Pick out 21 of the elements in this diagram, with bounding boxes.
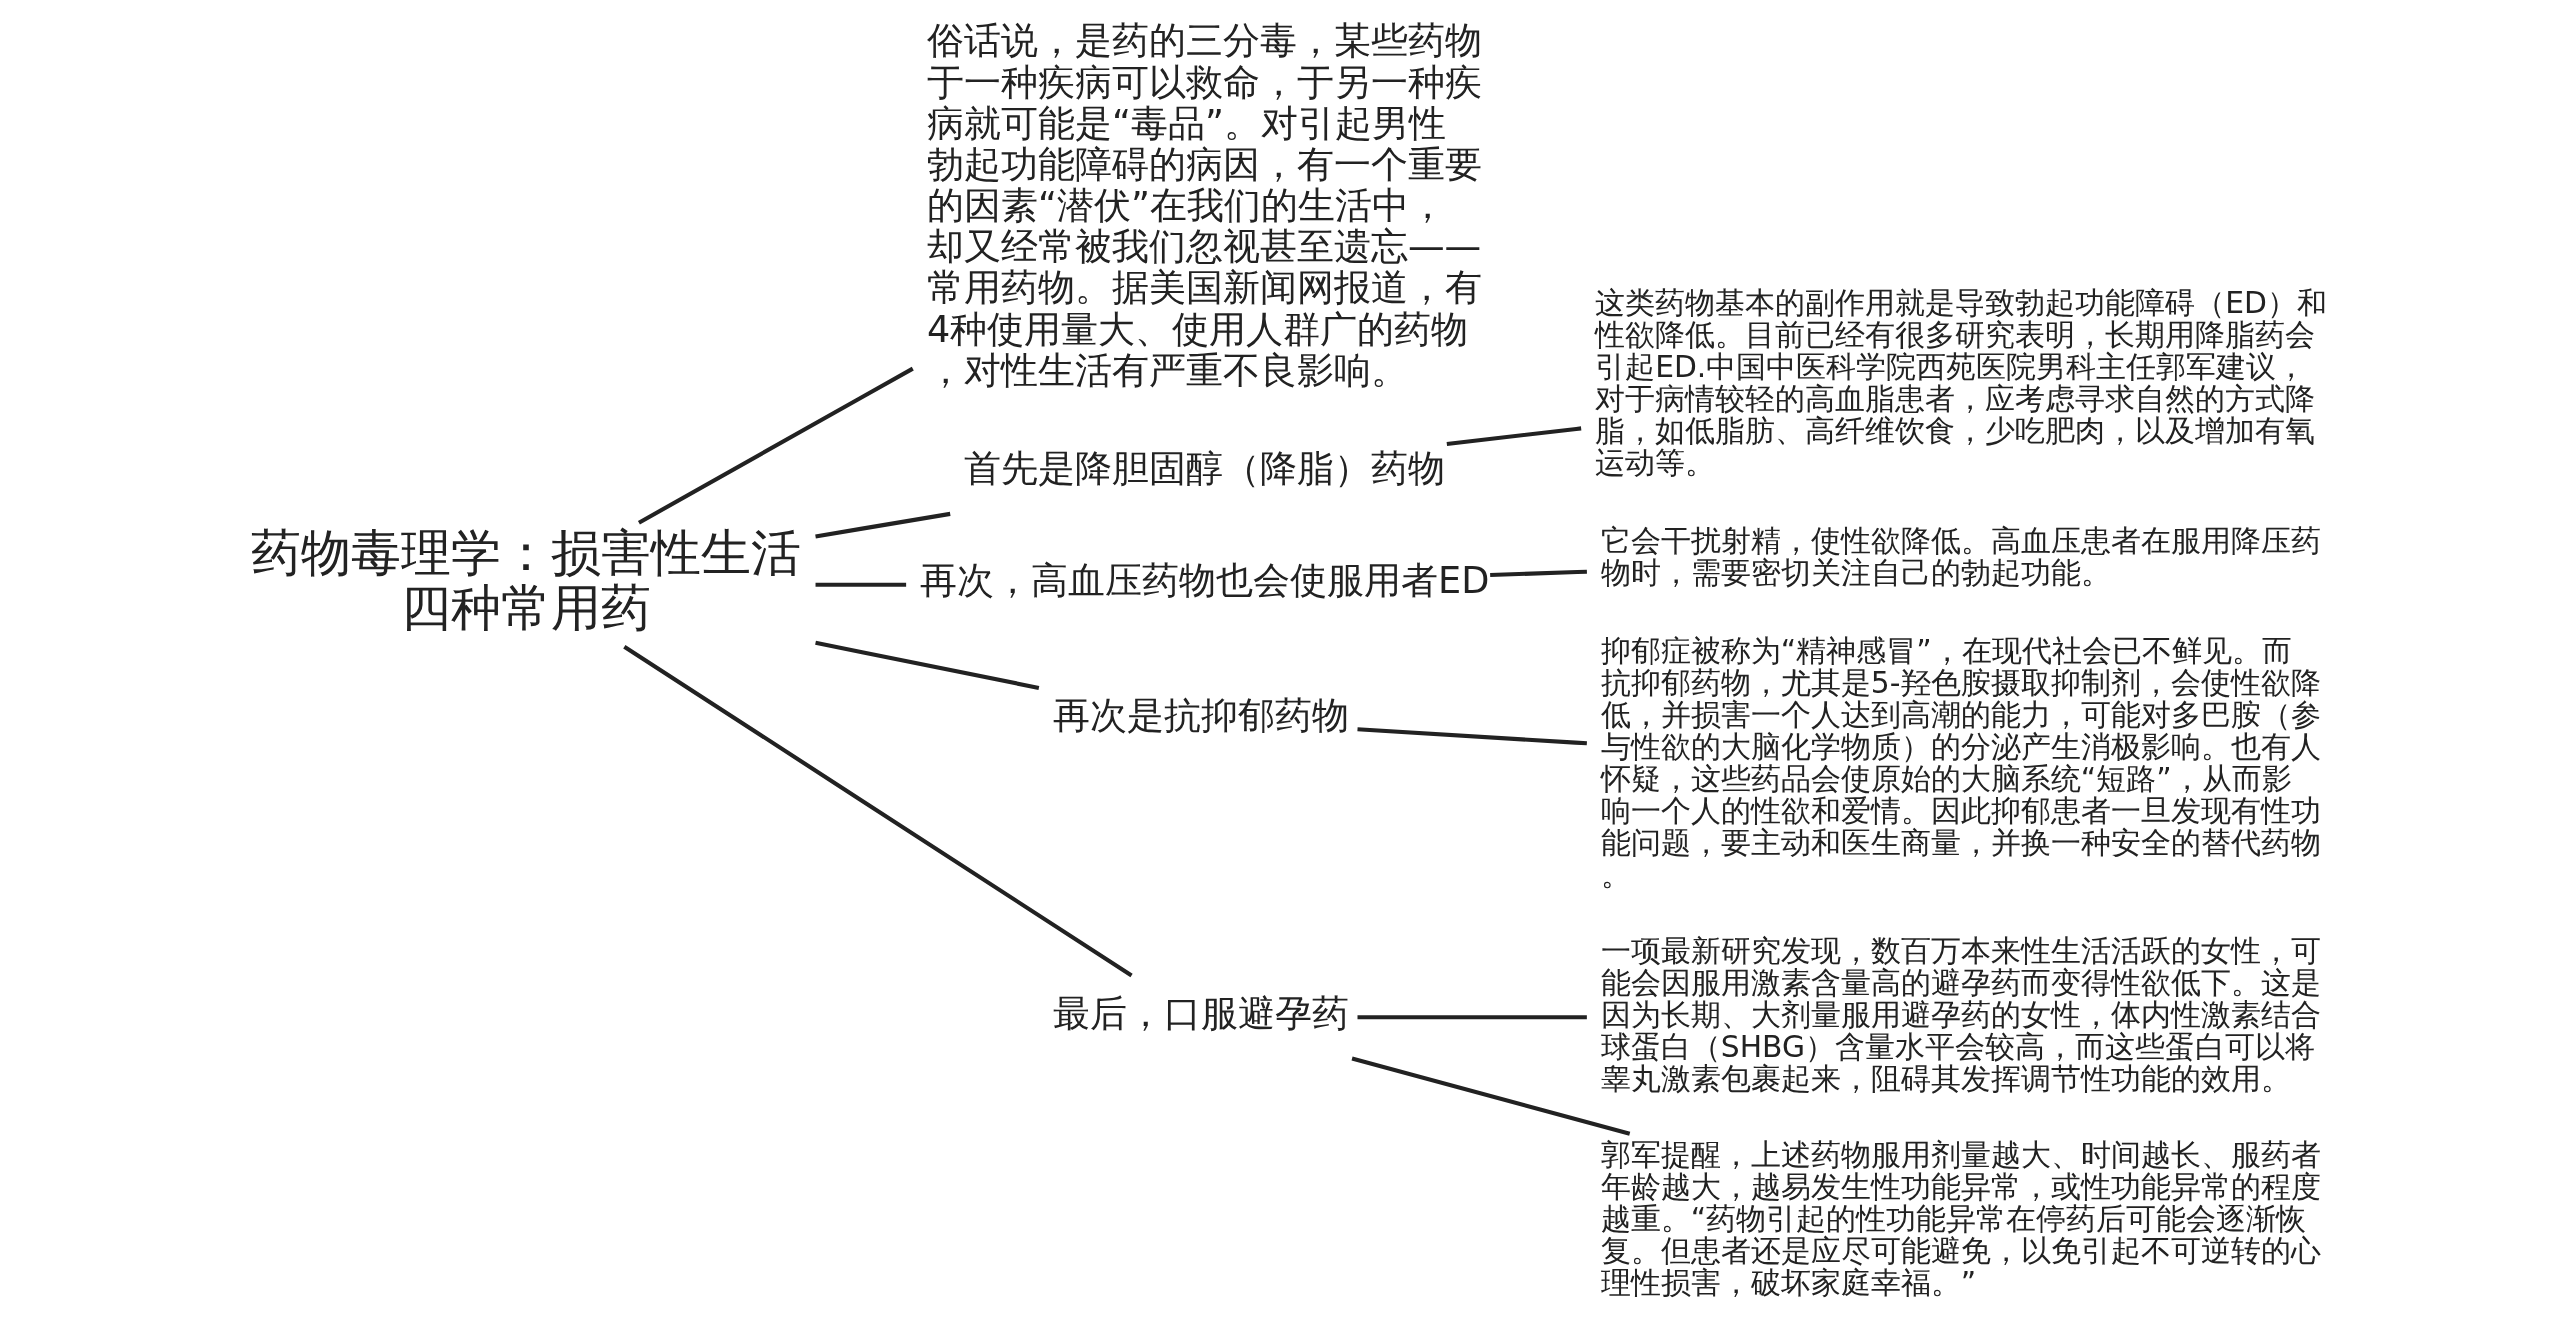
connector [1489, 569, 1587, 578]
node-text: 再次，高血压药物也会使服用者ED [919, 559, 1489, 603]
node-text: 它会干扰射精，使性欲降低。高血压患者在服用降压药物时，需要密切关注自己的勃起功能。 [1600, 523, 2321, 591]
connector [637, 366, 914, 525]
connector [1446, 426, 1581, 446]
connector [815, 582, 906, 587]
node-text: 药物毒理学：损害性生活四种常用药 [250, 523, 801, 637]
node-text: 一项最新研究发现，数百万本来性生活活跃的女性，可能会因服用激素含量高的避孕药而变得性欲低下。这是因为长期、大剂量服用避孕药的女性，体内性激素结合球蛋白（SHBG）含量水平会较高，而这些蛋白可以将睾丸激素包裹起来，阻碍其发挥调节性功能的效用。 [1600, 932, 2321, 1097]
connector [622, 644, 1133, 978]
node-text: 再次是抗抑郁药物 [1052, 694, 1349, 738]
connector [814, 640, 1039, 690]
node-text: 最后，口服避孕药 [1052, 991, 1349, 1035]
connector [1357, 1015, 1587, 1020]
node-text: 这类药物基本的副作用就是导致勃起功能障碍（ED）和性欲降低。目前已经有很多研究表明，长期用降脂药会引起ED.中国中医科学院西苑医院男科主任郭军建议，对于病情较轻的高血脂患者，应考虑寻求自然的方式降脂，如低脂肪、高纤维饮食，少吃肥肉，以及增加有氧运动等。 [1594, 285, 2327, 481]
connector [1351, 1056, 1630, 1136]
node-text: 郭军提醒，上述药物服用剂量越大、时间越长、服药者年龄越大，越易发生性功能异常，或性功能异常的程度越重。“药物引起的性功能异常在停药后可能会逐渐恢复。但患者还是应尽可能避免，以免引起不可逆转的心理性损害，破坏家庭幸福。” [1600, 1136, 2321, 1300]
node-text: 抑郁症被称为“精神感冒”，在现代社会已不鲜见。而抗抑郁药物，尤其是5-羟色胺摄取抑制剂，会使性欲降低，并损害一个人达到高潮的能力，可能对多巴胺（参与性欲的大脑化学物质）的分泌产生消极影响。也有人怀疑，这些药品会使原始的大脑系统“短路”，从而影响一个人的性欲和爱情。因此抑郁患者一旦发现有性功能问题，要主动和医生商量，并换一种安全的替代药物。 [1600, 633, 2321, 893]
connector [1356, 727, 1587, 746]
node-text: 首先是降胆固醇（降脂）药物 [963, 447, 1445, 491]
node-text: 俗话说，是药的三分毒，某些药物于一种疾病可以救命，于另一种疾病就可能是“毒品”。对引起男性勃起功能障碍的病因，有一个重要的因素“潜伏”在我们的生活中，却又经常被我们忽视甚至遗忘——常用药物。据美国新闻网报道，有4种使用量大、使用人群广的药物，对性生活有严重不良影响。 [926, 19, 1482, 392]
connector [814, 511, 951, 539]
